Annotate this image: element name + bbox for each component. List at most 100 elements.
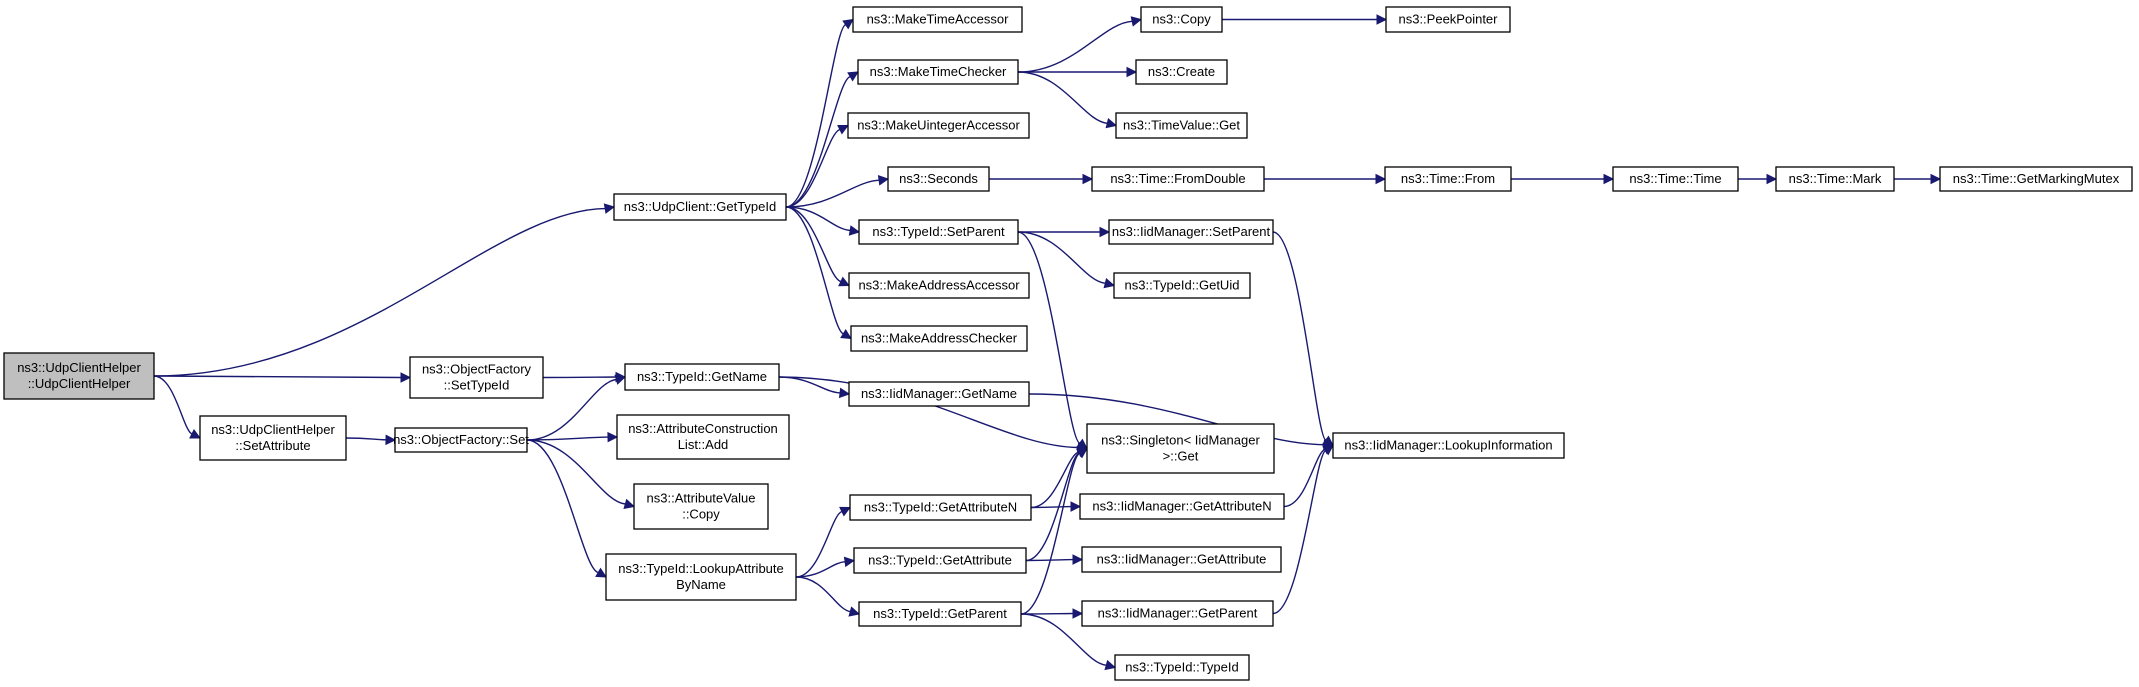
node-create[interactable]: ns3::Create <box>1135 59 1228 85</box>
edge-arrowhead <box>614 374 627 385</box>
node-typeid_getname[interactable]: ns3::TypeId::GetName <box>624 363 780 391</box>
edge-arrowhead <box>1103 277 1116 289</box>
node-box <box>1135 59 1228 85</box>
edge-arrowhead <box>837 125 850 135</box>
edge-line <box>785 206 851 232</box>
edge-time_time-to-time_mark <box>1738 173 1778 185</box>
node-label: ns3::AttributeValue <box>647 491 756 506</box>
node-iidmanager_lookupinformation[interactable]: ns3::IidManager::LookupInformation <box>1332 432 1565 459</box>
node-root[interactable]: ns3::UdpClientHelper::UdpClientHelper <box>3 352 155 400</box>
node-label: ns3::PeekPointer <box>1398 12 1498 27</box>
node-box <box>1385 6 1511 33</box>
node-iidmanager_getattributen[interactable]: ns3::IidManager::GetAttributeN <box>1079 493 1285 520</box>
edge-typeid_lookupattributebyname-to-typeid_getattribute <box>795 556 856 578</box>
node-time_mark[interactable]: ns3::Time::Mark <box>1775 166 1895 192</box>
edge-line <box>785 128 841 208</box>
edge-udpclienthelper_setattribute-to-objectfactory_set <box>345 434 397 446</box>
node-box <box>409 356 544 399</box>
edge-arrowhead <box>839 506 852 517</box>
node-time_fromdouble[interactable]: ns3::Time::FromDouble <box>1091 166 1265 192</box>
node-time_getmarkingmutex[interactable]: ns3::Time::GetMarkingMutex <box>1939 166 2133 192</box>
edge-maketimechecker-to-copy <box>1017 16 1143 73</box>
node-label: ns3::ObjectFactory <box>422 362 532 377</box>
edge-iidmanager_setparent-to-iidmanager_lookupinformation <box>1272 231 1334 447</box>
node-udpclienthelper_setattribute[interactable]: ns3::UdpClientHelper::SetAttribute <box>199 415 347 461</box>
node-box <box>1108 219 1274 245</box>
edge-udpclient_gettypeid-to-seconds <box>785 174 890 208</box>
node-makeaddresschecker[interactable]: ns3::MakeAddressChecker <box>850 325 1028 352</box>
node-box <box>613 193 787 221</box>
edge-root-to-udpclienthelper_setattribute <box>153 375 201 439</box>
node-label: ns3::IidManager::GetName <box>861 386 1017 401</box>
edge-maketimechecker-to-timevalue_get <box>1017 71 1118 129</box>
edge-iidmanager_getparent-to-iidmanager_lookupinformation <box>1272 444 1334 615</box>
edge-arrowhead <box>1099 226 1111 238</box>
node-attributevalue_copy[interactable]: ns3::AttributeValue::Copy <box>633 483 769 530</box>
node-label: ns3::MakeTimeChecker <box>870 64 1007 79</box>
node-label: >::Get <box>1163 449 1199 464</box>
node-seconds[interactable]: ns3::Seconds <box>887 166 990 192</box>
edge-line <box>778 376 1079 449</box>
node-box <box>858 219 1019 245</box>
node-iidmanager_setparent[interactable]: ns3::IidManager::SetParent <box>1108 219 1274 245</box>
node-singleton_get[interactable]: ns3::Singleton< IidManager >::Get <box>1086 423 1275 474</box>
edge-line <box>1020 613 1107 666</box>
edge-line <box>526 439 599 574</box>
node-box <box>1612 166 1739 192</box>
node-copy[interactable]: ns3::Copy <box>1140 6 1223 33</box>
edge-typeid_getattributen-to-iidmanager_getattributen <box>1030 501 1082 512</box>
edge-arrowhead <box>595 567 607 578</box>
edge-line <box>785 179 880 208</box>
node-maketimeaccessor[interactable]: ns3::MakeTimeAccessor <box>852 6 1023 33</box>
node-typeid_getattribute[interactable]: ns3::TypeId::GetAttribute <box>853 547 1027 574</box>
node-iidmanager_getattribute[interactable]: ns3::IidManager::GetAttribute <box>1081 546 1282 573</box>
edge-arrowhead <box>400 372 412 383</box>
node-typeid_setparent[interactable]: ns3::TypeId::SetParent <box>858 219 1019 245</box>
edge-line <box>1017 231 1106 284</box>
node-label: ns3::IidManager::GetParent <box>1098 606 1258 621</box>
node-timevalue_get[interactable]: ns3::TimeValue::Get <box>1115 112 1248 139</box>
edge-arrowhead <box>838 387 851 399</box>
edge-line <box>526 436 609 441</box>
edge-arrowhead <box>385 434 397 446</box>
edge-line <box>542 376 617 379</box>
node-box <box>1775 166 1895 192</box>
edge-line <box>1025 452 1080 562</box>
node-typeid_typeid[interactable]: ns3::TypeId::TypeId <box>1114 654 1250 681</box>
node-box <box>199 415 347 461</box>
node-box <box>887 166 990 192</box>
node-makeaddressaccessor[interactable]: ns3::MakeAddressAccessor <box>848 272 1030 299</box>
node-box <box>616 414 790 460</box>
node-time_time[interactable]: ns3::Time::Time <box>1612 166 1739 192</box>
nodes-layer: ns3::UdpClientHelper::UdpClientHelperns3… <box>3 6 2133 681</box>
edge-line <box>1017 231 1081 444</box>
node-box <box>1384 166 1512 192</box>
edge-line <box>785 206 844 335</box>
node-maketimechecker[interactable]: ns3::MakeTimeChecker <box>857 59 1019 85</box>
node-box <box>1939 166 2133 192</box>
node-iidmanager_getparent[interactable]: ns3::IidManager::GetParent <box>1081 600 1274 627</box>
node-label: ::UdpClientHelper <box>28 376 131 391</box>
edge-arrowhead <box>1766 173 1778 185</box>
node-makeuintegeraccessor[interactable]: ns3::MakeUintegerAccessor <box>847 112 1030 139</box>
node-typeid_getuid[interactable]: ns3::TypeId::GetUid <box>1113 272 1251 299</box>
edge-objectfactory_set-to-attributeconstructionlist_add <box>526 431 619 443</box>
edge-typeid_getattributen-to-singleton_get <box>1030 447 1089 509</box>
node-label: ns3::UdpClientHelper <box>17 360 141 375</box>
edge-arrowhead <box>838 276 851 287</box>
node-typeid_getparent[interactable]: ns3::TypeId::GetParent <box>858 601 1022 627</box>
edge-arrowhead <box>1105 117 1118 129</box>
node-objectfactory_settypeid[interactable]: ns3::ObjectFactory::SetTypeId <box>409 356 544 399</box>
node-time_from[interactable]: ns3::Time::From <box>1384 166 1512 192</box>
node-typeid_getattributen[interactable]: ns3::TypeId::GetAttributeN <box>849 494 1032 521</box>
node-label: List::Add <box>678 437 729 452</box>
node-objectfactory_set[interactable]: ns3::ObjectFactory::Set <box>393 427 529 453</box>
node-iidmanager_getname[interactable]: ns3::IidManager::GetName <box>848 381 1030 407</box>
node-udpclient_gettypeid[interactable]: ns3::UdpClient::GetTypeId <box>613 193 787 221</box>
edge-arrowhead <box>1603 173 1615 185</box>
edge-arrowhead <box>1076 447 1088 459</box>
node-label: ns3::TypeId::GetParent <box>873 606 1007 621</box>
node-peekpointer[interactable]: ns3::PeekPointer <box>1385 6 1511 33</box>
